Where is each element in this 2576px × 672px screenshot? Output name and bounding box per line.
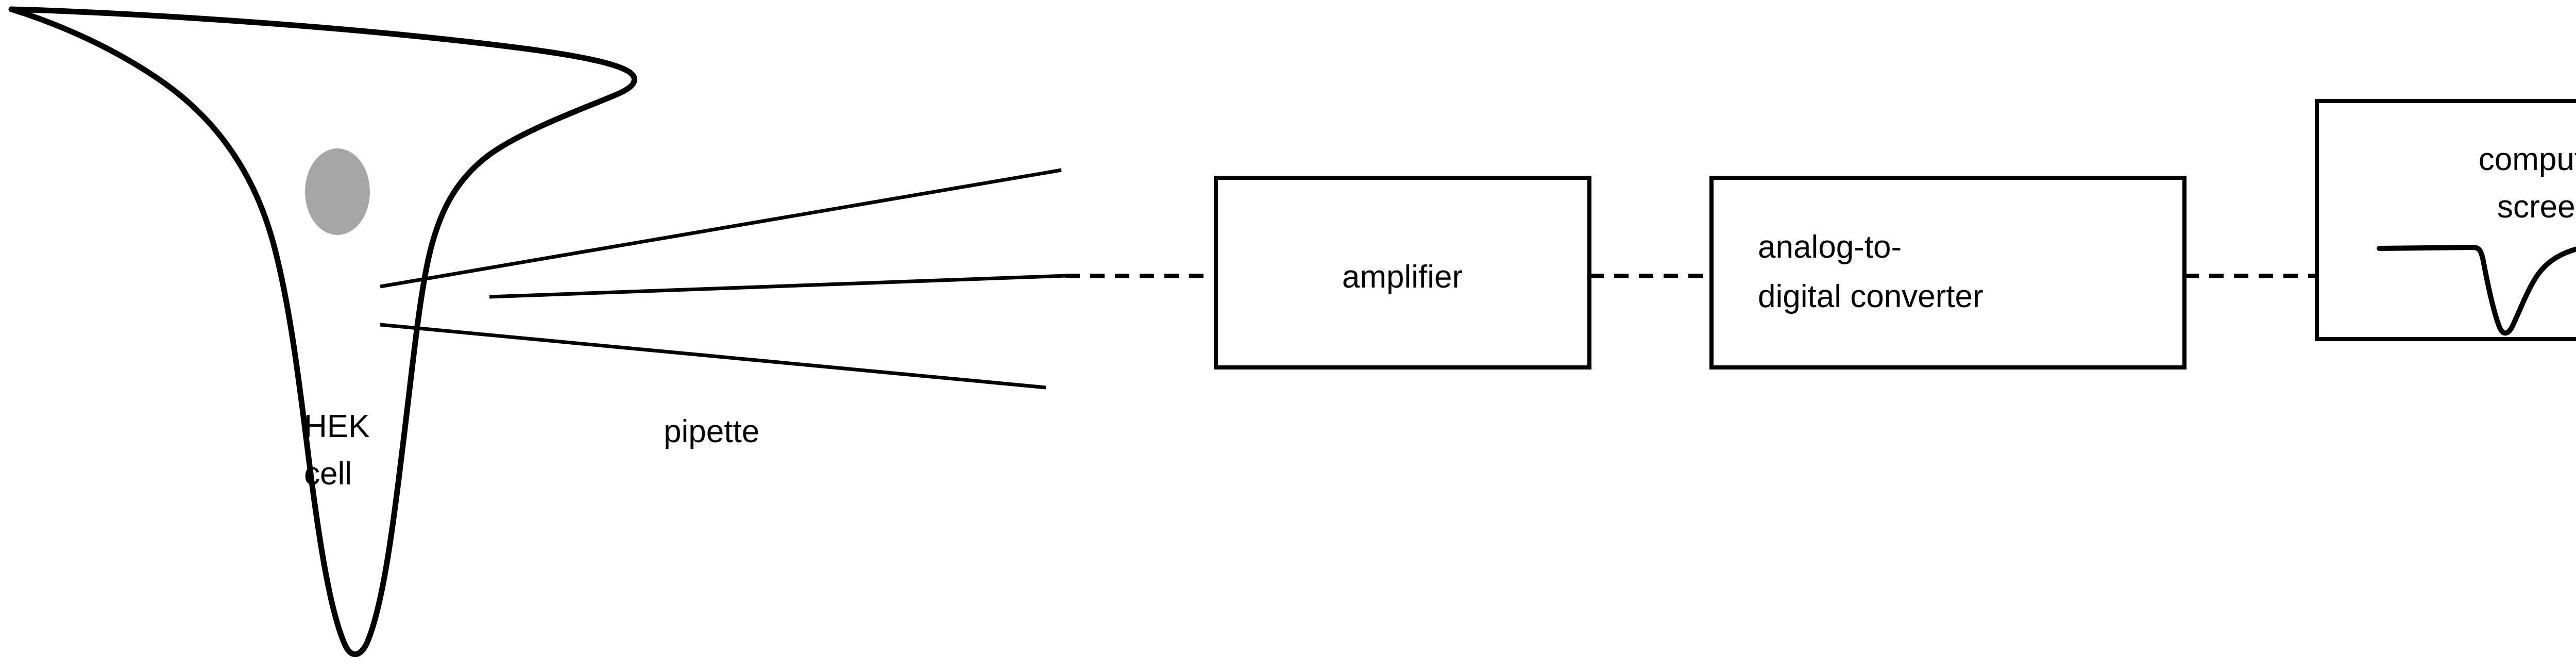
amplifier-block: amplifier (1214, 176, 1591, 369)
hek-cell-label-line1: HEK (304, 409, 369, 444)
computer-screen-label-line1: computer (2479, 142, 2576, 177)
current-trace (2377, 245, 2576, 336)
hek-cell-label-line2: cell (304, 456, 352, 492)
nucleus (305, 148, 370, 235)
pipette-upper-wall (380, 168, 1062, 289)
computer-screen-box (2315, 99, 2576, 341)
pipette-label: pipette (664, 414, 759, 449)
pipette-lower-wall (380, 323, 1046, 390)
hek-cell-group: HEK cell (8, 6, 637, 658)
computer-screen-label-line2: screen (2497, 189, 2576, 225)
adc-block: analog-to- digital converter (1709, 176, 2187, 369)
amplifier-label: amplifier (1342, 259, 1463, 295)
computer-screen-block: computer screen (2315, 99, 2576, 341)
adc-box (1709, 176, 2187, 369)
pipette-lumen-line (489, 274, 1067, 299)
adc-label-line1: analog-to- (1758, 229, 1902, 265)
amplifier-box (1214, 176, 1591, 369)
hek-cell-outline (8, 6, 637, 658)
pipette-group: pipette (380, 168, 1067, 449)
adc-label-line2: digital converter (1758, 279, 1984, 314)
